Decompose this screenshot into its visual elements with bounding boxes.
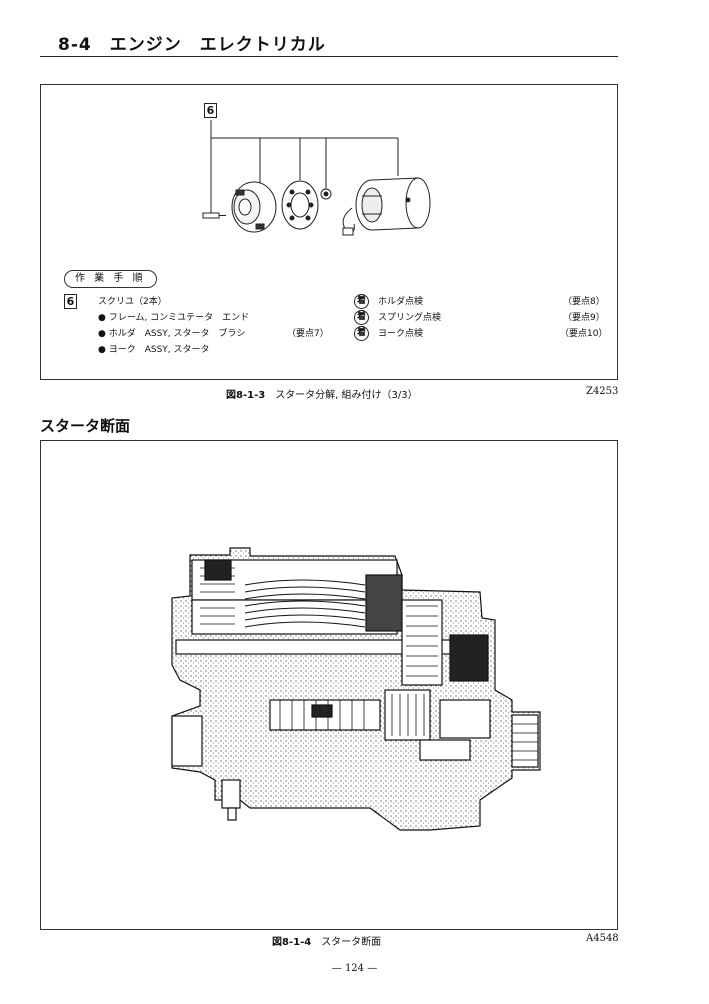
inspection-badge-3: 着 bbox=[354, 326, 369, 341]
step-item-2-point: （要点7） bbox=[287, 329, 329, 339]
inspection-text-2: スプリング点検 bbox=[378, 313, 442, 323]
step-item-3-text: ヨーク ASSY, スタータ bbox=[108, 345, 210, 355]
figure-1-frame bbox=[40, 84, 618, 380]
exploded-parts-illustration bbox=[202, 120, 431, 236]
figure-1-caption-text: スタータ分解, 組み付け（3/3） bbox=[275, 390, 418, 401]
step-item-2: ● ホルダ ASSY, スタータ ブラシ bbox=[98, 329, 246, 339]
page-header-title: 8-4 エンジン エレクトリカル bbox=[58, 35, 326, 55]
figure-1-code: Z4253 bbox=[586, 386, 619, 397]
figure-2-frame bbox=[40, 440, 618, 930]
section-title: スタータ断面 bbox=[40, 417, 131, 435]
inspection-point-3: （要点10） bbox=[560, 329, 608, 339]
figure-2-caption-id: 図8-1-4 bbox=[272, 937, 312, 948]
figure-2-caption: 図8-1-4 スタータ断面 bbox=[272, 933, 381, 948]
step-item-1-text: フレーム, コンミユテータ エンド bbox=[108, 313, 250, 323]
step-item-3: ● ヨーク ASSY, スタータ bbox=[98, 345, 210, 355]
figure-2-caption-text: スタータ断面 bbox=[321, 937, 382, 948]
procedure-label: 作 業 手 順 bbox=[64, 270, 157, 288]
header-rule bbox=[40, 56, 618, 57]
figure-1-caption: 図8-1-3 スタータ分解, 組み付け（3/3） bbox=[226, 386, 418, 401]
step-item-2-text: ホルダ ASSY, スタータ ブラシ bbox=[108, 329, 246, 339]
step-item-1: ● フレーム, コンミユテータ エンド bbox=[98, 313, 250, 323]
step-title: スクリユ（2本） bbox=[98, 297, 167, 307]
figure-1-caption-id: 図8-1-3 bbox=[226, 390, 266, 401]
callout-number-box: 6 bbox=[204, 103, 217, 118]
inspection-point-1: （要点8） bbox=[563, 297, 605, 307]
page-number: — 124 — bbox=[331, 963, 378, 974]
inspection-point-2: （要点9） bbox=[563, 313, 605, 323]
inspection-text-3: ヨーク点検 bbox=[378, 329, 424, 339]
figure-2-code: A4548 bbox=[586, 933, 619, 944]
inspection-badge-2: 着 bbox=[354, 310, 369, 325]
inspection-badge-1: 着 bbox=[354, 294, 369, 309]
inspection-text-1: ホルダ点検 bbox=[378, 297, 424, 307]
step-number-box: 6 bbox=[64, 294, 77, 309]
